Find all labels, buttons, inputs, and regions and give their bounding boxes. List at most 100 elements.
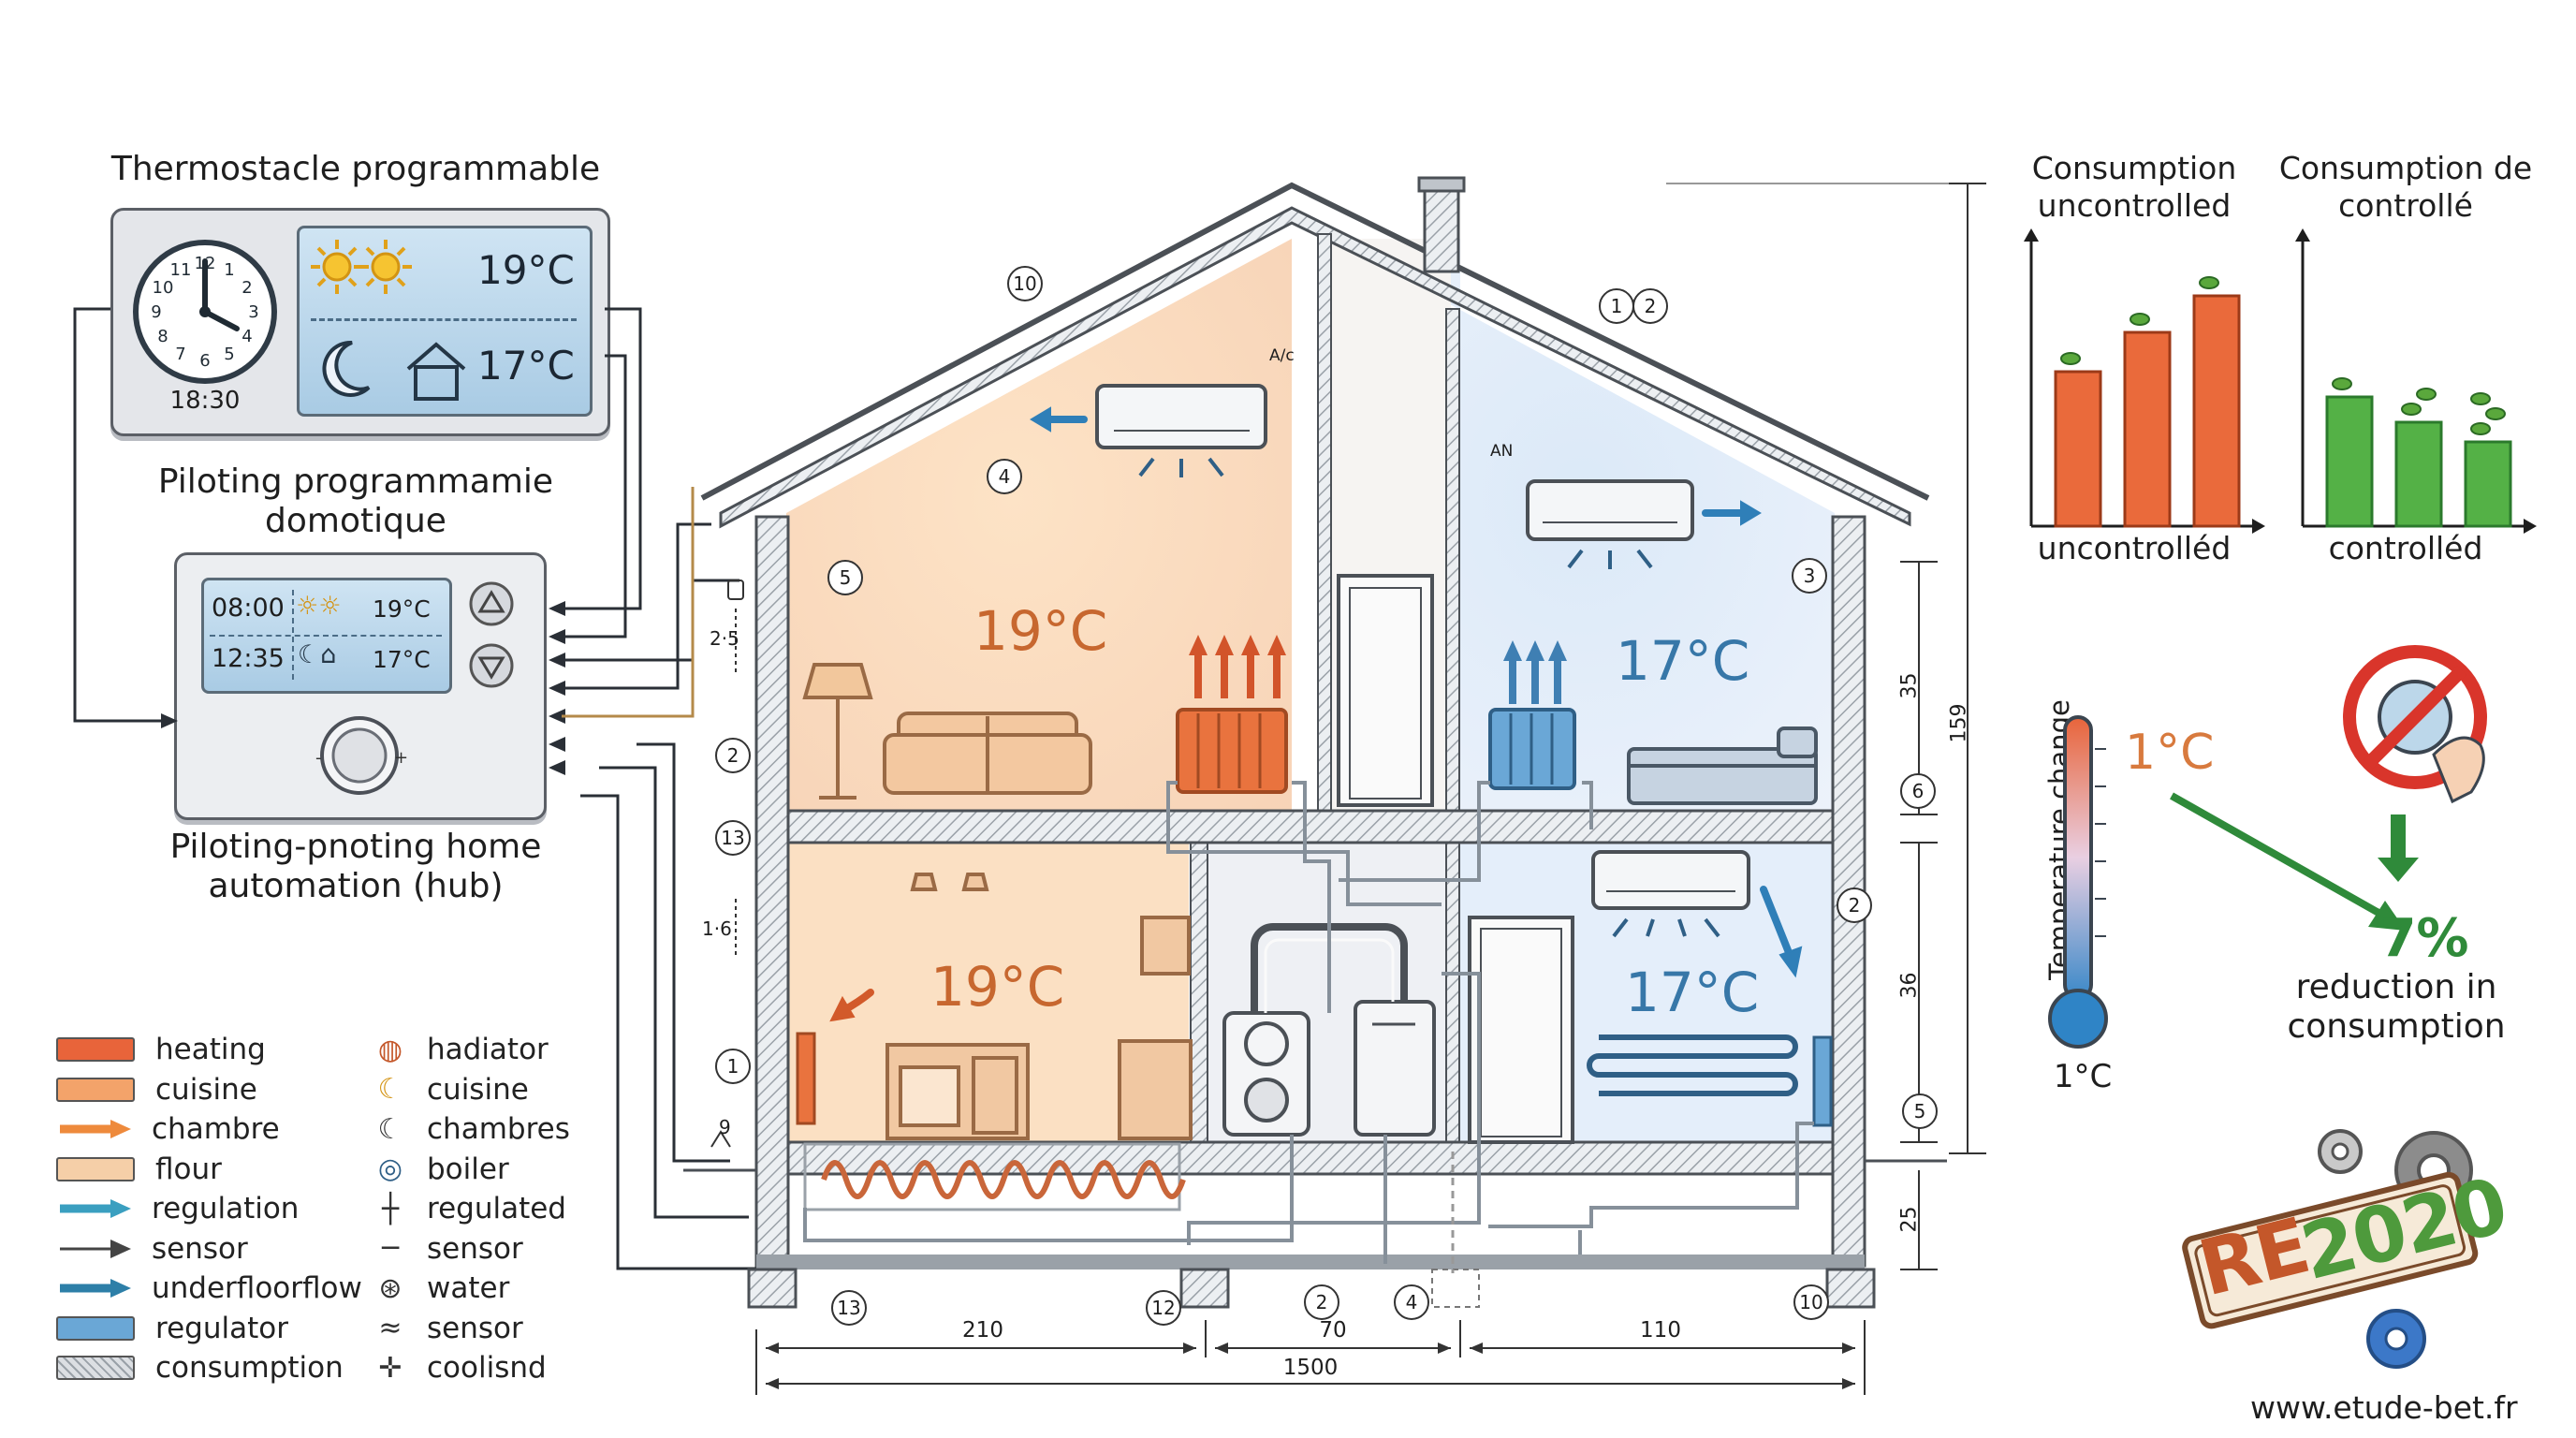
chart-bar [2054,370,2102,528]
consumption-charts [2024,228,2537,534]
clock-number: 10 [153,278,174,298]
callout-marker: 1 [1599,288,1634,324]
legend-sensor-icon: ─ [381,1232,400,1265]
hub-title: Piloting-pnoting home automation (hub) [169,828,542,905]
legend-label: chambres [427,1112,570,1146]
legend-cross-icon: ✛ [378,1351,402,1385]
side-dim: 2·5 [710,627,739,650]
side-dim: 9 [719,1116,731,1138]
legend-label: sensor [427,1311,523,1345]
legend-swatch [56,1077,135,1102]
callout-marker: 5 [1902,1093,1938,1129]
clock-time: 18:30 [169,387,241,415]
clock-number: 3 [248,302,258,322]
callout-marker: 5 [827,560,863,595]
callout-marker: 13 [831,1290,867,1326]
legend-row: ≈sensor [374,1309,523,1348]
leaf-icon [2470,422,2491,435]
legend-row: ◍hadiator [374,1030,549,1069]
legend-row: ☾cuisine [374,1070,529,1109]
ac-label: A/c [1269,346,1295,365]
radiator-hot-icon [1176,708,1288,794]
ground-right-temp: 17°C [1625,961,1760,1024]
legend-row: chambre [56,1109,280,1149]
underfloor-heating-icon [821,1160,1186,1199]
floor-lamp-icon [802,663,873,800]
legend-row: cuisine [56,1070,257,1109]
chart-uncontrolled-title: Consumption uncontrolled [2031,150,2237,224]
hand-icon [2432,736,2485,804]
programmer-row2-time: 12:35 [212,644,285,673]
house-icon [406,342,466,401]
thermostat-screen: 19°C 17°C [297,226,593,417]
attic-right-temp: 17°C [1616,629,1750,693]
legend-row: regulator [56,1309,288,1348]
gear-icon [2366,1309,2426,1369]
legend-swatch [56,1356,135,1380]
leaf-icon [2060,352,2081,365]
programmer-row2-temp: 17°C [373,646,431,673]
height-dim: 36 [1897,972,1922,999]
arrow-buttons[interactable] [467,580,516,692]
clock-icon: 121234567891011 [133,240,277,384]
temp-change-bottom: 1°C [2053,1058,2113,1095]
leaf-icon [2416,388,2437,401]
reduction-graphic [2170,645,2487,931]
bottom-dim: 70 [1319,1318,1347,1343]
temp-change-top: 1°C [2125,725,2215,781]
legend-label: heating [155,1033,266,1066]
callout-marker: 4 [1394,1284,1429,1320]
chart-bar [2464,440,2512,528]
gear-icon [2318,1129,2363,1174]
legend-row: ☾chambres [374,1109,570,1149]
wall-radiator-icon [796,1032,816,1125]
legend-swatch [56,1315,135,1341]
programmer-row1-temp: 19°C [373,595,431,623]
legend-water-icon: ⊛ [378,1271,402,1305]
legend-label: water [427,1271,510,1305]
dial-knob[interactable]: -+ [308,711,411,804]
up-button[interactable] [469,581,514,626]
clock-number: 9 [151,302,161,322]
height-dim: 25 [1897,1206,1922,1233]
clock-number: 8 [157,327,168,346]
legend-label: regulated [427,1192,566,1225]
chart-uncontrolled-xlabel: uncontrolléd [2037,530,2232,566]
radiator-cold-icon [1488,708,1576,790]
callout-marker: 6 [1900,773,1936,809]
re2020-badge [2182,1129,2479,1369]
legend-row: ⊛ water [374,1269,509,1308]
down-button[interactable] [469,643,514,688]
legend-label: hadiator [427,1033,549,1066]
heat-pump-icon [1222,1011,1310,1137]
legend-row: ─sensor [374,1229,523,1269]
legend-valve-icon: ┼ [381,1192,400,1225]
legend-row: ┼ regulated [374,1189,566,1228]
programmer-title: Piloting programmamie domotique [157,462,554,540]
chart-bar [2192,294,2241,528]
svg-text:-: - [315,748,322,768]
legend-label: cuisine [427,1072,529,1107]
leaf-icon [2470,392,2491,405]
clock-number: 5 [224,345,234,364]
chart-bar [2325,395,2374,528]
bottom-dim: 210 [962,1318,1003,1343]
callout-marker: 4 [987,459,1022,494]
heating-arrow [829,989,874,1022]
programmer-panel: 08:00 ☼☼ 19°C 12:35 ☾⌂ 17°C -+ [174,552,547,820]
chart-controlled-xlabel: controlléd [2328,530,2483,566]
chart-bar [2123,330,2172,528]
ac-unit-icon [1526,479,1694,541]
legend-swatch [56,1037,135,1062]
sun-icon [311,240,412,294]
legend-row: flour [56,1150,222,1189]
sofa-icon [883,712,1092,795]
reduction-percent: 7% [2379,908,2469,969]
programmer-row1-time: 08:00 [212,594,285,623]
callout-marker: 2 [1304,1284,1339,1320]
legend-arrow-icon [56,1239,131,1259]
legend-label: boiler [427,1152,509,1186]
callout-marker: 10 [1007,266,1043,301]
legend-arrow-icon [56,1278,131,1299]
